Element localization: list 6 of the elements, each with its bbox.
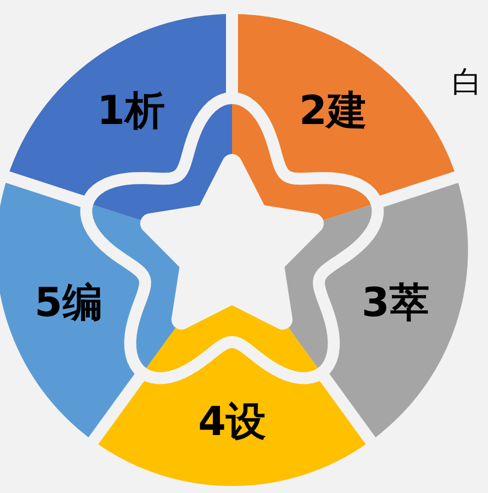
segment-label: 1析 — [96, 90, 165, 131]
segment-label: 5编 — [34, 283, 102, 324]
segment-label: 3萃 — [362, 283, 430, 324]
segment-label: 4设 — [198, 402, 266, 442]
segment-label: 2建 — [299, 90, 368, 131]
text-label: 白 — [452, 68, 482, 98]
